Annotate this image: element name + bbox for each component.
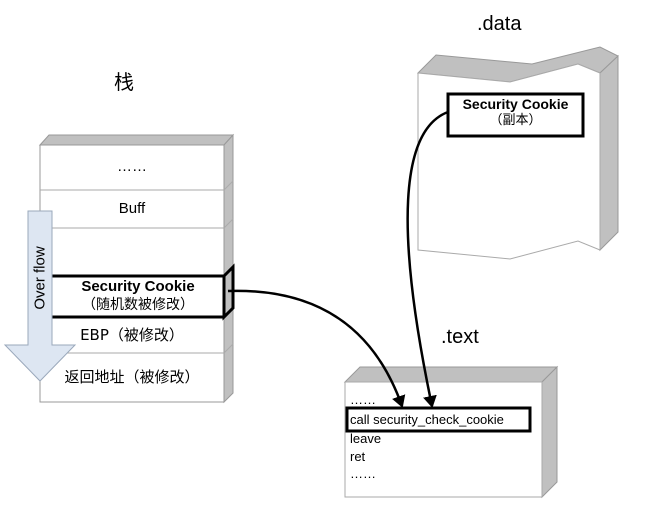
stack-cookie-highlight — [52, 263, 235, 321]
stack-block — [38, 133, 235, 404]
overflow-arrow — [3, 210, 77, 382]
text-block — [343, 365, 559, 499]
data-cookie-box — [446, 92, 585, 138]
text-front-face — [344, 381, 543, 498]
stack-cell-ebp: EBP（被修改） — [40, 317, 224, 353]
text-side-face — [541, 365, 558, 499]
stack-cell-text: 返回地址（被修改） — [64, 368, 200, 387]
text-line-ellipsis-top: …… — [350, 392, 376, 407]
stack-cell-security-cookie: Security Cookie （随机数被修改） — [52, 276, 224, 317]
overflow-label: Over flow — [31, 246, 49, 310]
data-cookie-note: （副本） — [489, 112, 542, 128]
data-block — [416, 46, 619, 260]
stack-cell-text: EBP（被修改） — [80, 325, 184, 344]
stack-cell-return-address: 返回地址（被修改） — [40, 353, 224, 402]
data-side-face — [599, 54, 619, 252]
call-highlight-box — [345, 406, 532, 433]
text-line-ret: ret — [350, 449, 366, 464]
text-line-call: call security_check_cookie — [350, 412, 504, 427]
text-top-face — [343, 366, 559, 383]
stack-title: 栈 — [114, 70, 134, 94]
stack-top-face — [38, 134, 235, 146]
text-section-title: .text — [441, 326, 479, 348]
stack-cell-empty — [40, 228, 224, 276]
stack-dividers — [40, 180, 234, 354]
stack-cell-text: …… — [117, 158, 147, 176]
stack-cell-ellipsis: …… — [40, 145, 224, 190]
text-line-ellipsis-bottom: …… — [350, 466, 376, 481]
stack-cell-buff: Buff — [40, 190, 224, 228]
data-cookie-label-group: Security Cookie （副本） — [448, 96, 583, 128]
stack-cookie-note: （随机数被修改） — [82, 297, 194, 314]
stack-cell-text: Buff — [118, 199, 146, 217]
text-line-leave: leave — [350, 431, 382, 446]
data-cookie-to-call-arrow — [406, 110, 449, 408]
stack-front-face — [39, 144, 225, 403]
data-cookie-label: Security Cookie — [462, 96, 569, 112]
stack-cookie-to-call-arrow — [227, 289, 406, 408]
data-section-title: .data — [477, 13, 522, 35]
stack-cookie-label: Security Cookie — [81, 278, 195, 296]
